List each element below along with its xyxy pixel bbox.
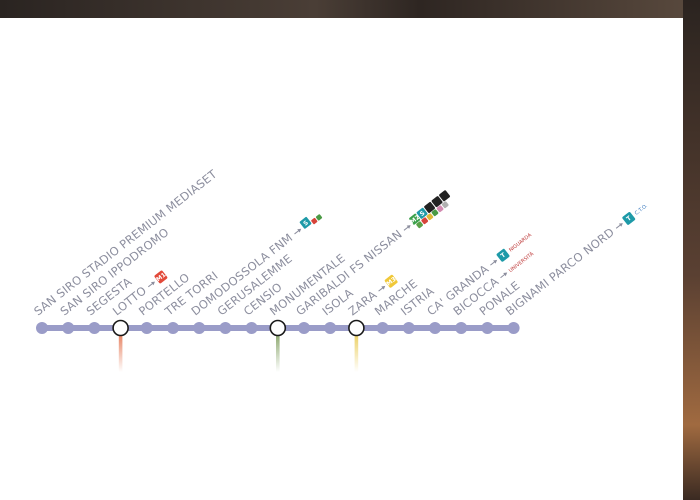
line-badge-icon xyxy=(496,248,510,262)
connection-info: M2S xyxy=(403,190,451,231)
arrow-head-icon xyxy=(503,272,508,277)
background-top xyxy=(0,0,700,18)
branch-line-12 xyxy=(354,328,359,372)
line-badge-icon xyxy=(416,221,423,229)
line-badge-icon xyxy=(426,213,434,221)
interchange-marker[interactable] xyxy=(269,319,287,337)
line-badge-label: M3 xyxy=(385,276,397,288)
station-dot[interactable] xyxy=(376,322,389,334)
line-badge-icon xyxy=(384,274,398,288)
line-badge-label: S xyxy=(302,219,310,227)
branch-line-3 xyxy=(118,328,123,372)
line-badge-icon xyxy=(299,217,312,229)
line-badge-label: T xyxy=(500,251,508,260)
line-badge-icon xyxy=(421,217,429,225)
station-dot[interactable] xyxy=(167,322,179,334)
arrow-head-icon xyxy=(493,259,498,264)
line-badge-label: T xyxy=(625,214,633,223)
station-dot[interactable] xyxy=(88,322,101,334)
line-badge-icon xyxy=(315,214,323,221)
line-badge-icon xyxy=(622,212,636,225)
station-dot[interactable] xyxy=(36,322,48,334)
arrow-head-icon xyxy=(618,223,623,227)
station-dot[interactable] xyxy=(219,322,232,334)
line-badge-icon xyxy=(436,205,444,213)
connection-info: M1 xyxy=(147,270,168,288)
line-badge-icon xyxy=(409,213,421,225)
station-dot[interactable] xyxy=(429,322,441,334)
arrow-head-icon xyxy=(381,285,386,290)
station-dot[interactable] xyxy=(481,322,494,334)
interchange-marker[interactable] xyxy=(112,319,129,337)
line-badge-icon xyxy=(311,217,318,225)
line-badge-icon xyxy=(431,196,443,208)
connection-destination: C.T.O. xyxy=(634,203,649,217)
station-dot[interactable] xyxy=(193,322,206,334)
station-dot[interactable] xyxy=(324,322,337,334)
line-badge-label: S xyxy=(419,210,427,218)
line-badge-icon xyxy=(416,207,428,219)
arrow-head-icon xyxy=(297,228,302,233)
station-dot[interactable] xyxy=(62,322,75,334)
station-dot[interactable] xyxy=(455,322,468,334)
connection-destination: NIGUARDA xyxy=(508,232,533,254)
line-badge-icon xyxy=(439,190,451,202)
arrow-head-icon xyxy=(406,225,411,229)
line-badge-icon xyxy=(441,201,449,209)
connection-info: M3 xyxy=(378,274,398,292)
line-badge-icon xyxy=(154,270,168,284)
station-dot[interactable] xyxy=(245,322,258,334)
connection-info: TC.T.O. xyxy=(615,203,649,229)
connection-info: S xyxy=(294,214,323,235)
interchange-marker[interactable] xyxy=(348,319,365,337)
station-dot[interactable] xyxy=(298,322,310,334)
background-right xyxy=(683,0,700,500)
station-dot[interactable] xyxy=(140,322,153,334)
map-sheet xyxy=(0,18,683,500)
line-badge-icon xyxy=(431,209,439,217)
line-badge-icon xyxy=(424,201,436,213)
line-badge-label: M1 xyxy=(155,271,167,283)
line-badge-label: M2 xyxy=(409,214,421,226)
station-dot[interactable] xyxy=(402,322,415,334)
station-dot[interactable] xyxy=(507,322,520,334)
arrow-head-icon xyxy=(151,281,155,286)
branch-line-9 xyxy=(276,328,280,372)
